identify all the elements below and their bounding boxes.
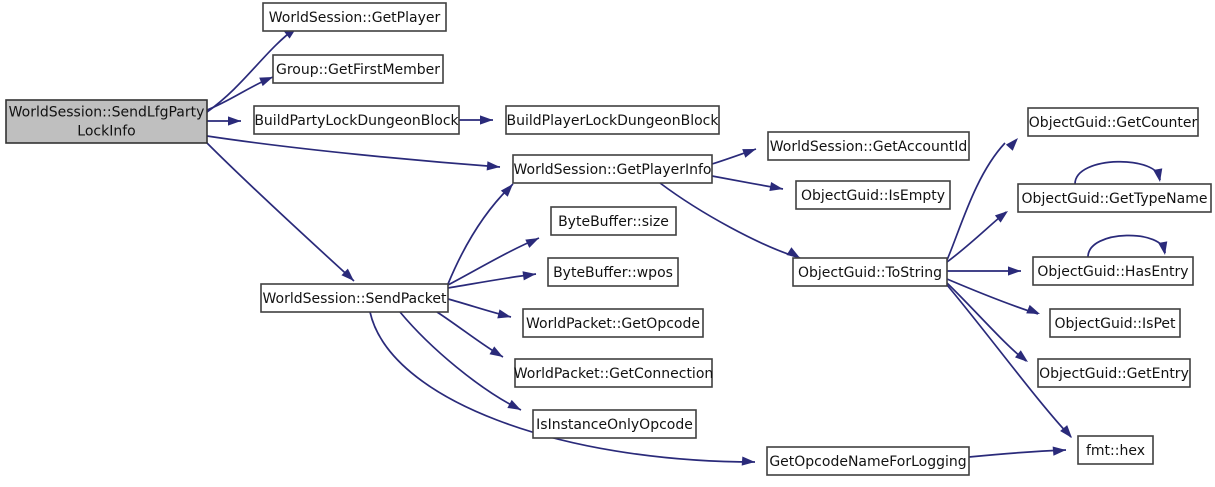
- node-box-bbwpos[interactable]: [547, 257, 679, 287]
- edge-sendpacket-to-bbwpos: [447, 273, 537, 289]
- node-sendpacket[interactable]: WorldSession::SendPacket: [260, 283, 449, 313]
- node-gettypename[interactable]: ObjectGuid::GetTypeName: [1017, 183, 1212, 213]
- node-box-getopcode[interactable]: [522, 308, 704, 338]
- arrowhead-gpi->tostring: [786, 247, 800, 258]
- node-box-hasentry[interactable]: [1032, 256, 1194, 286]
- node-box-tostring[interactable]: [792, 257, 948, 287]
- arrowhead-gettypename-self: [1153, 168, 1163, 182]
- arrowhead-ts->ispet: [1026, 304, 1040, 314]
- arrowhead-ts->getentry: [1015, 350, 1028, 362]
- node-opcodename[interactable]: GetOpcodeNameForLogging: [766, 446, 970, 476]
- edge-sendpacket-to-opcodename: [369, 311, 756, 463]
- node-getplayerinfo[interactable]: WorldSession::GetPlayerInfo: [512, 154, 713, 184]
- node-isempty[interactable]: ObjectGuid::IsEmpty: [795, 180, 951, 210]
- arrowhead-hasentry-self: [1158, 241, 1168, 255]
- node-box-gettypename[interactable]: [1017, 183, 1212, 213]
- edges-layer: [206, 26, 1166, 463]
- edge-hasentry-to-hasentry: [1087, 234, 1166, 258]
- node-box-isempty[interactable]: [795, 180, 951, 210]
- arrowhead-sp->bbsize: [525, 238, 539, 248]
- edge-root-to-getplayer: [206, 26, 298, 113]
- arrowhead-sp->isinstance: [507, 399, 521, 410]
- edge-root-to-getplayerinfo: [206, 135, 501, 168]
- node-box-getentry[interactable]: [1037, 358, 1191, 388]
- arrowhead-root->getplayerinfo: [486, 161, 500, 171]
- node-getaccountid[interactable]: WorldSession::GetAccountId: [767, 131, 970, 161]
- node-box-getplayerinfo[interactable]: [512, 154, 713, 184]
- node-box-buildparty[interactable]: [253, 105, 460, 135]
- arrowhead-gpi->isempty: [769, 182, 783, 192]
- edge-gettypename-to-gettypename: [1074, 160, 1161, 185]
- node-getopcode[interactable]: WorldPacket::GetOpcode: [522, 308, 704, 338]
- arrowhead-root->getfirst: [259, 77, 273, 87]
- node-getfirst[interactable]: Group::GetFirstMember: [272, 54, 444, 84]
- node-box-getplayer[interactable]: [262, 2, 447, 32]
- node-box-root[interactable]: [5, 99, 208, 144]
- edge-tostring-to-fmthex: [946, 284, 1072, 438]
- edge-opcodename-to-fmthex: [968, 449, 1067, 458]
- arrowheads-layer: [228, 27, 1168, 466]
- node-getcounter[interactable]: ObjectGuid::GetCounter: [1027, 107, 1199, 137]
- node-box-fmthex[interactable]: [1077, 435, 1154, 465]
- node-getentry[interactable]: ObjectGuid::GetEntry: [1037, 358, 1191, 388]
- edge-sendpacket-to-getplayerinfo: [447, 183, 514, 285]
- edge-root-to-sendpacket: [206, 142, 355, 282]
- arrowhead-sp->getconn: [489, 346, 503, 357]
- arrowhead-opcode->fmthex: [1052, 446, 1066, 456]
- node-box-getfirst[interactable]: [272, 54, 444, 84]
- node-box-ispet[interactable]: [1049, 308, 1181, 338]
- arrowhead-root->sendpacket: [341, 268, 354, 281]
- node-fmthex[interactable]: fmt::hex: [1077, 435, 1154, 465]
- node-tostring[interactable]: ObjectGuid::ToString: [792, 257, 948, 287]
- arrowhead-sp->bbwpos: [522, 271, 536, 281]
- node-box-isinstance[interactable]: [532, 409, 697, 439]
- nodes-layer: WorldSession::SendLfgPartyLockInfoWorldS…: [5, 2, 1212, 476]
- node-box-buildplayer[interactable]: [505, 105, 720, 135]
- arrowhead-sp->getplayerinfo: [500, 184, 513, 197]
- node-getplayer[interactable]: WorldSession::GetPlayer: [262, 2, 447, 32]
- arrowhead-sp->opcodename: [741, 456, 755, 466]
- node-box-getaccountid[interactable]: [767, 131, 970, 161]
- node-box-sendpacket[interactable]: [260, 283, 449, 313]
- arrowhead-ts->gettypename: [994, 211, 1008, 223]
- arrowhead-gpi->getaccountid: [742, 149, 756, 158]
- arrowhead-buildparty->buildplayer: [480, 115, 493, 125]
- node-getconn[interactable]: WorldPacket::GetConnection: [514, 358, 714, 388]
- node-hasentry[interactable]: ObjectGuid::HasEntry: [1032, 256, 1194, 286]
- edge-getplayerinfo-to-tostring: [659, 182, 801, 259]
- arrowhead-ts->getcounter: [1005, 138, 1018, 151]
- node-box-getcounter[interactable]: [1027, 107, 1199, 137]
- arrowhead-ts->fmthex: [1060, 425, 1072, 438]
- node-buildplayer[interactable]: BuildPlayerLockDungeonBlock: [505, 105, 720, 135]
- node-buildparty[interactable]: BuildPartyLockDungeonBlock: [253, 105, 460, 135]
- edge-tostring-to-getcounter: [946, 142, 1006, 261]
- node-box-opcodename[interactable]: [766, 446, 970, 476]
- edge-sendpacket-to-isinstance: [399, 311, 522, 411]
- node-ispet[interactable]: ObjectGuid::IsPet: [1049, 308, 1181, 338]
- arrowhead-ts->hasentry: [1008, 266, 1021, 276]
- node-box-getconn[interactable]: [514, 358, 713, 388]
- node-isinstance[interactable]: IsInstanceOnlyOpcode: [532, 409, 697, 439]
- node-bbwpos[interactable]: ByteBuffer::wpos: [547, 257, 679, 287]
- arrowhead-sp->getopcode: [497, 309, 511, 319]
- node-bbsize[interactable]: ByteBuffer::size: [550, 206, 677, 236]
- node-box-bbsize[interactable]: [550, 206, 677, 236]
- arrowhead-root->buildparty: [228, 116, 241, 126]
